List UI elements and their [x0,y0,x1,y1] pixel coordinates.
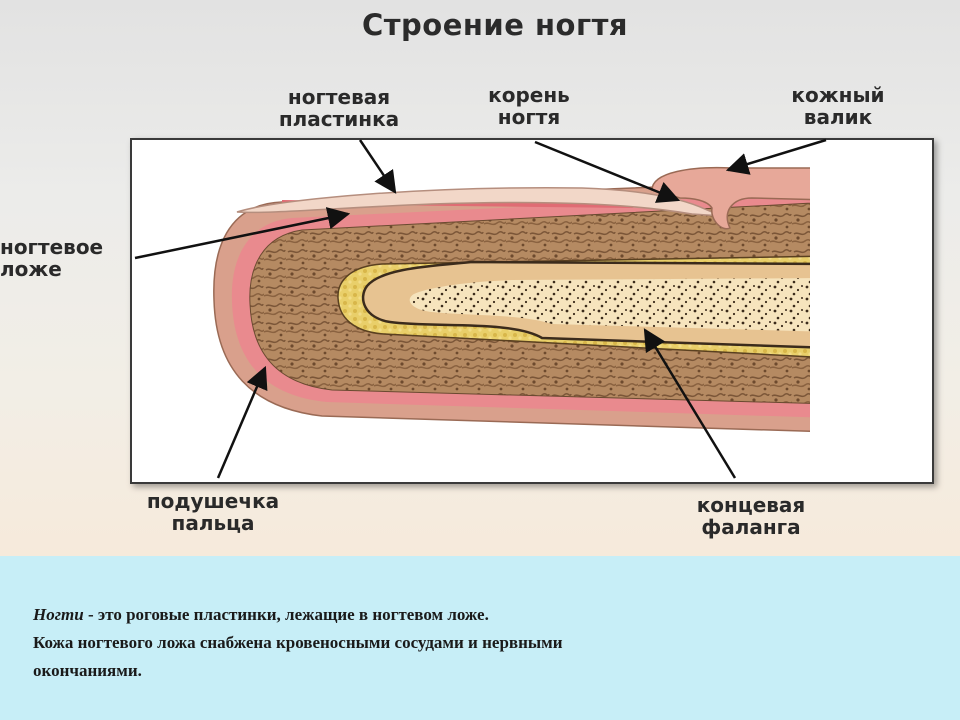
label-nail-bed: ногтевое ложе [0,235,104,281]
caption-text: Ногти - это роговые пластинки, лежащие в… [33,601,933,685]
arrow-nail-plate [358,139,397,194]
bone-marrow [409,278,810,332]
label-nail-plate: ногтевая пластинка [278,85,400,131]
caption-line-2: Кожа ногтевого ложа снабжена кровеносным… [33,633,563,652]
label-nail-root: корень ногтя [488,83,570,129]
caption-line-1: - это роговые пластинки, лежащие в ногте… [83,605,489,624]
label-distal-phalanx: концевая фаланга [696,493,806,539]
caption-panel: Ногти - это роговые пластинки, лежащие в… [0,556,960,720]
skin-fold [651,166,810,230]
pointer-arrows [134,138,827,479]
slide-title: Строение ногтя [361,8,629,42]
arrow-nail-root [534,140,681,203]
slide-background: Строение ногтя [0,0,960,556]
arrow-distal-phalanx [643,328,737,479]
nail-structure-illustration [213,166,810,433]
arrow-skin-fold [725,138,827,175]
caption-term: Ногти [33,605,84,624]
illustration-frame [130,138,934,484]
label-finger-pad: подушечка пальца [146,489,280,535]
caption-line-3: окончаниями. [33,661,142,680]
arrow-finger-pad [216,365,268,479]
arrow-nail-bed [134,207,351,260]
label-skin-fold: кожный валик [791,83,885,129]
